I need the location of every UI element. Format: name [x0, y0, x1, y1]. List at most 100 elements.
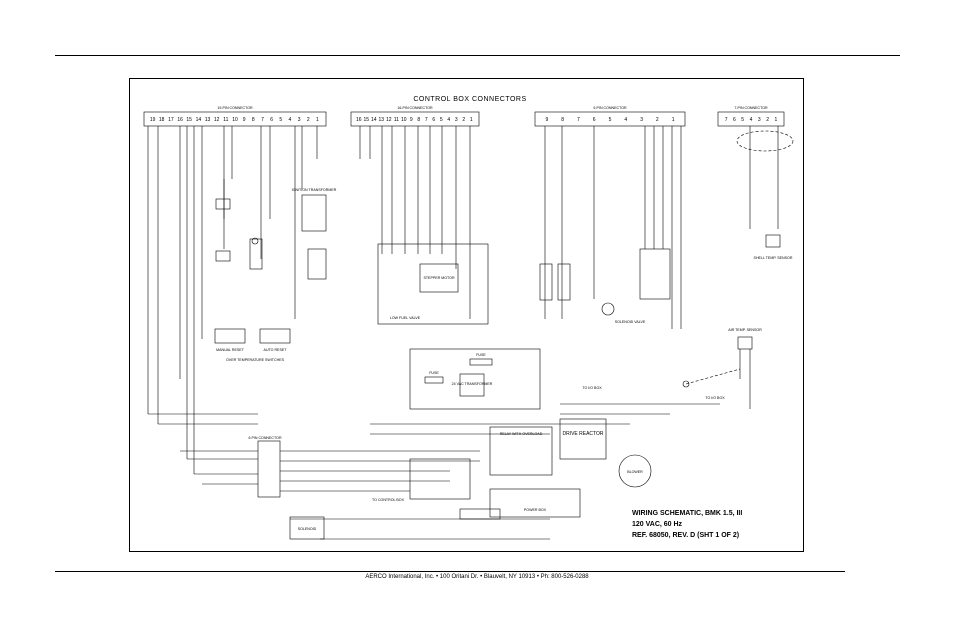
connector-9-label: 9-PIN CONNECTOR — [593, 106, 627, 110]
connector-0-pin-6: 13 — [205, 117, 211, 123]
fuse-1-label: FUSE — [476, 353, 486, 357]
sensor-pins-highlight — [736, 130, 794, 152]
connector-0-pin-17: 2 — [307, 117, 310, 123]
shell-sensor-box — [765, 234, 781, 248]
switch-1 — [215, 198, 231, 210]
connector-dot — [251, 237, 259, 245]
blower-motor — [618, 454, 652, 488]
transformer-24vac — [459, 373, 485, 397]
header-rule — [55, 55, 900, 56]
connector-0-pin-14: 5 — [279, 117, 282, 123]
stepper-motor-label: STEPPER MOTOR — [423, 276, 454, 280]
connector-9-pin — [534, 111, 686, 127]
wires-9-pin — [544, 126, 682, 329]
six-pin-connector — [257, 440, 281, 498]
connector-0-pin-13: 6 — [270, 117, 273, 123]
connector-0-pin-16: 3 — [298, 117, 301, 123]
connector-0-pin-11: 8 — [252, 117, 255, 123]
air-sensor-box — [737, 336, 753, 350]
ignition-transformer-box — [301, 194, 327, 232]
connector-3-pin-5: 2 — [766, 117, 769, 123]
connector-2-pin-7: 2 — [656, 117, 659, 123]
power-box — [489, 488, 581, 518]
connector-16-label: 16-PIN CONNECTOR — [397, 106, 433, 110]
connector-16-pin — [350, 111, 480, 127]
valve-coil — [601, 302, 615, 316]
drive-reactor-label: DRIVE REACTOR — [562, 431, 603, 437]
connector-0-pin-18: 1 — [316, 117, 319, 123]
ground-block — [459, 508, 501, 520]
connector-1-pin-2: 14 — [371, 117, 377, 123]
connector-0-pin-10: 9 — [243, 117, 246, 123]
air-sensor-label: AIR TEMP. SENSOR — [728, 328, 762, 332]
io-box-2-label: TO I/O BOX — [705, 396, 725, 400]
sensor-block — [249, 238, 263, 270]
fuse-2 — [424, 376, 444, 384]
sensor-dot — [682, 380, 690, 388]
solenoid-label: SOLENOID — [298, 527, 317, 531]
connector-0-pin-4: 15 — [186, 117, 192, 123]
connector-0-pin-12: 7 — [261, 117, 264, 123]
connector-3-pin-2: 5 — [741, 117, 744, 123]
pressure-switch-1 — [539, 263, 553, 301]
wiring-schematic: CONTROL BOX CONNECTORS 19-PIN CONNECTOR … — [143, 96, 794, 540]
relay-label: RELAY WITH OVERLOAD — [500, 432, 543, 436]
connector-1-pin-9: 7 — [425, 117, 428, 123]
solenoid-valve-block — [639, 248, 671, 300]
low-fuel-valve-box — [377, 243, 489, 325]
connector-2-pin-0: 9 — [546, 117, 549, 123]
fuse-1 — [469, 358, 493, 366]
connector-7-label: 7-PIN CONNECTOR — [734, 106, 768, 110]
caption-line-2: 120 VAC, 60 Hz — [632, 521, 683, 528]
connector-0-pin-2: 17 — [168, 117, 174, 123]
connector-0-pin-7: 12 — [214, 117, 220, 123]
connector-1-pin-8: 8 — [417, 117, 420, 123]
connector-1-pin-15: 1 — [470, 117, 473, 123]
auto-reset-label: AUTO RESET — [264, 348, 288, 352]
footer-rule — [55, 571, 845, 572]
control-box-label: TO CONTROL BOX — [372, 498, 405, 502]
connector-1-pin-3: 13 — [379, 117, 385, 123]
page-footer: AERCO International, Inc. • 100 Oritani … — [365, 574, 589, 580]
connector-2-pin-2: 7 — [577, 117, 580, 123]
connector-19-label: 19-PIN CONNECTOR — [217, 106, 253, 110]
wires-19-pin — [147, 126, 318, 474]
connector-2-pin-1: 8 — [561, 117, 564, 123]
connector-1-pin-1: 15 — [364, 117, 370, 123]
connector-1-pin-0: 16 — [356, 117, 362, 123]
connector-0-pin-3: 16 — [177, 117, 183, 123]
connector-0-pin-15: 4 — [289, 117, 292, 123]
over-temp-label: OVER TEMPERATURE SWITCHES — [226, 358, 285, 362]
fuse-2-label: FUSE — [429, 371, 439, 375]
connector-1-pin-14: 2 — [462, 117, 465, 123]
wires-16-pin — [359, 126, 471, 319]
auto-reset-switch — [259, 328, 291, 344]
connector-19-pin — [143, 111, 327, 127]
connector-0-pin-9: 10 — [232, 117, 238, 123]
diagram-title: CONTROL BOX CONNECTORS — [413, 96, 526, 103]
connector-2-pin-5: 4 — [624, 117, 627, 123]
manual-reset-label: MANUAL RESET — [216, 348, 245, 352]
schematic-frame: CONTROL BOX CONNECTORS 19-PIN CONNECTOR … — [129, 78, 804, 552]
caption-line-1: WIRING SCHEMATIC, BMK 1.5, III — [632, 510, 742, 517]
solenoid-valve-label: SOLENOID VALVE — [615, 320, 646, 324]
solenoid-box — [289, 516, 325, 540]
six-pin-label: 6 PIN CONNECTOR — [248, 436, 281, 440]
connector-0-pin-1: 18 — [159, 117, 165, 123]
connector-1-pin-5: 11 — [394, 117, 399, 123]
shell-sensor-label: SHELL TEMP. SENSOR — [754, 256, 793, 260]
io-box-label: TO I/O BOX — [582, 386, 602, 390]
power-box-label: POWER BOX — [524, 508, 547, 512]
blower-label: BLOWER — [627, 470, 643, 474]
connector-3-pin-0: 7 — [725, 117, 728, 123]
connector-1-pin-12: 4 — [447, 117, 450, 123]
connector-0-pin-0: 19 — [150, 117, 156, 123]
relay-box — [489, 426, 553, 476]
connector-3-pin-3: 4 — [750, 117, 753, 123]
connector-3-pin-1: 6 — [733, 117, 736, 123]
transformer-area — [409, 348, 541, 410]
connector-3-pin-4: 3 — [758, 117, 761, 123]
capacitor-block — [307, 248, 327, 280]
connector-1-pin-7: 9 — [410, 117, 413, 123]
connector-2-pin-3: 6 — [593, 117, 596, 123]
